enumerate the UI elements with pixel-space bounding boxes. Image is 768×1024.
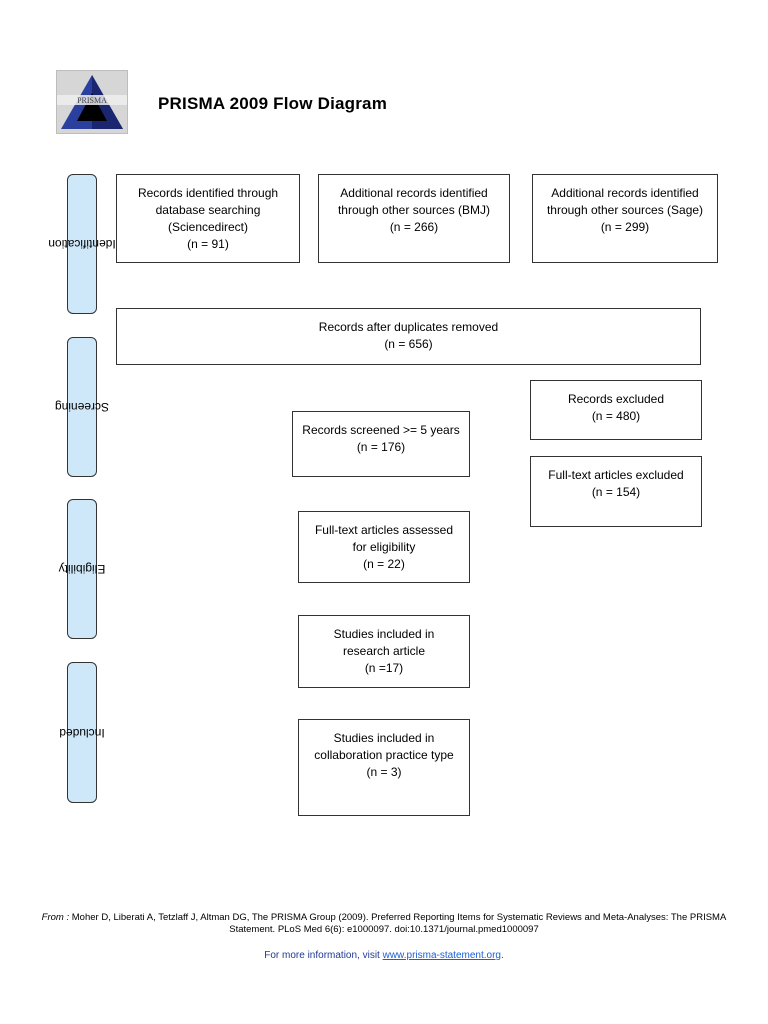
box-line: (n = 656) — [384, 337, 433, 351]
prisma-logo-graphic: PRISMA — [57, 71, 127, 133]
box-line: (n =17) — [364, 661, 404, 675]
box-line: Records screened >= 5 years — [302, 423, 460, 437]
phase-eligibility: Eligibility — [59, 499, 105, 639]
box-records-excluded: Records excluded (n = 480) — [530, 380, 702, 440]
box-line: for eligibility — [352, 540, 416, 554]
box-line: (n = 266) — [389, 220, 439, 234]
box-line: Studies included in — [333, 731, 435, 745]
box-line: through other sources (Sage) — [546, 203, 704, 217]
prisma-logo: PRISMA — [56, 70, 128, 134]
box-eligibility-assessed: Full-text articles assessed for eligibil… — [298, 511, 470, 583]
citation-from-label: From : — [41, 912, 70, 923]
box-line: Records excluded — [567, 392, 665, 406]
box-other-sources-sage: Additional records identified through ot… — [532, 174, 718, 263]
phase-identification-label: Identification — [48, 237, 116, 251]
box-line: (n = 299) — [600, 220, 650, 234]
box-line: Additional records identified — [340, 186, 488, 200]
box-fulltext-excluded: Full-text articles excluded (n = 154) — [530, 456, 702, 527]
more-info: For more information, visit www.prisma-s… — [0, 950, 768, 961]
box-line: collaboration practice type — [314, 748, 454, 762]
box-other-sources-bmj: Additional records identified through ot… — [318, 174, 510, 263]
prisma-website-link[interactable]: www.prisma-statement.org — [382, 950, 501, 961]
box-line: Full-text articles excluded — [548, 468, 684, 482]
more-info-prefix: For more information, visit — [264, 950, 383, 961]
phase-included-label: Included — [59, 725, 105, 740]
box-line: (n = 22) — [363, 557, 405, 571]
box-line: (n = 176) — [356, 440, 406, 454]
more-info-suffix: . — [500, 950, 504, 961]
box-line: through other sources (BMJ) — [337, 203, 491, 217]
box-database-search: Records identified through database sear… — [116, 174, 300, 263]
box-line: Full-text articles assessed — [314, 523, 454, 537]
box-line: Additional records identified — [551, 186, 699, 200]
citation: From : Moher D, Liberati A, Tetzlaff J, … — [40, 912, 728, 936]
box-line: (n = 3) — [366, 765, 402, 779]
phase-eligibility-label: Eligibility — [58, 562, 106, 576]
phase-identification: Identification — [48, 174, 116, 314]
box-included-collaboration: Studies included in collaboration practi… — [298, 719, 470, 816]
box-duplicates-removed: Records after duplicates removed (n = 65… — [116, 308, 701, 365]
box-included-research: Studies included in research article (n … — [298, 615, 470, 688]
citation-text: Moher D, Liberati A, Tetzlaff J, Altman … — [71, 912, 727, 935]
box-line: (n = 91) — [187, 237, 229, 251]
box-line: (n = 154) — [591, 485, 641, 499]
box-line: (n = 480) — [591, 409, 641, 423]
box-line: Records after duplicates removed — [318, 320, 499, 334]
phase-screening: Screening — [55, 337, 109, 477]
box-line: Records identified through — [137, 186, 279, 200]
box-line: research article — [342, 644, 426, 658]
box-records-screened: Records screened >= 5 years (n = 176) — [292, 411, 470, 477]
phase-screening-label: Screening — [54, 400, 110, 414]
diagram-title: PRISMA 2009 Flow Diagram — [158, 94, 388, 113]
box-line: database searching — [155, 203, 261, 217]
box-line: Studies included in — [333, 627, 435, 641]
phase-included: Included — [59, 662, 105, 803]
svg-text:PRISMA: PRISMA — [77, 96, 107, 105]
box-line: (Sciencedirect) — [167, 220, 249, 234]
